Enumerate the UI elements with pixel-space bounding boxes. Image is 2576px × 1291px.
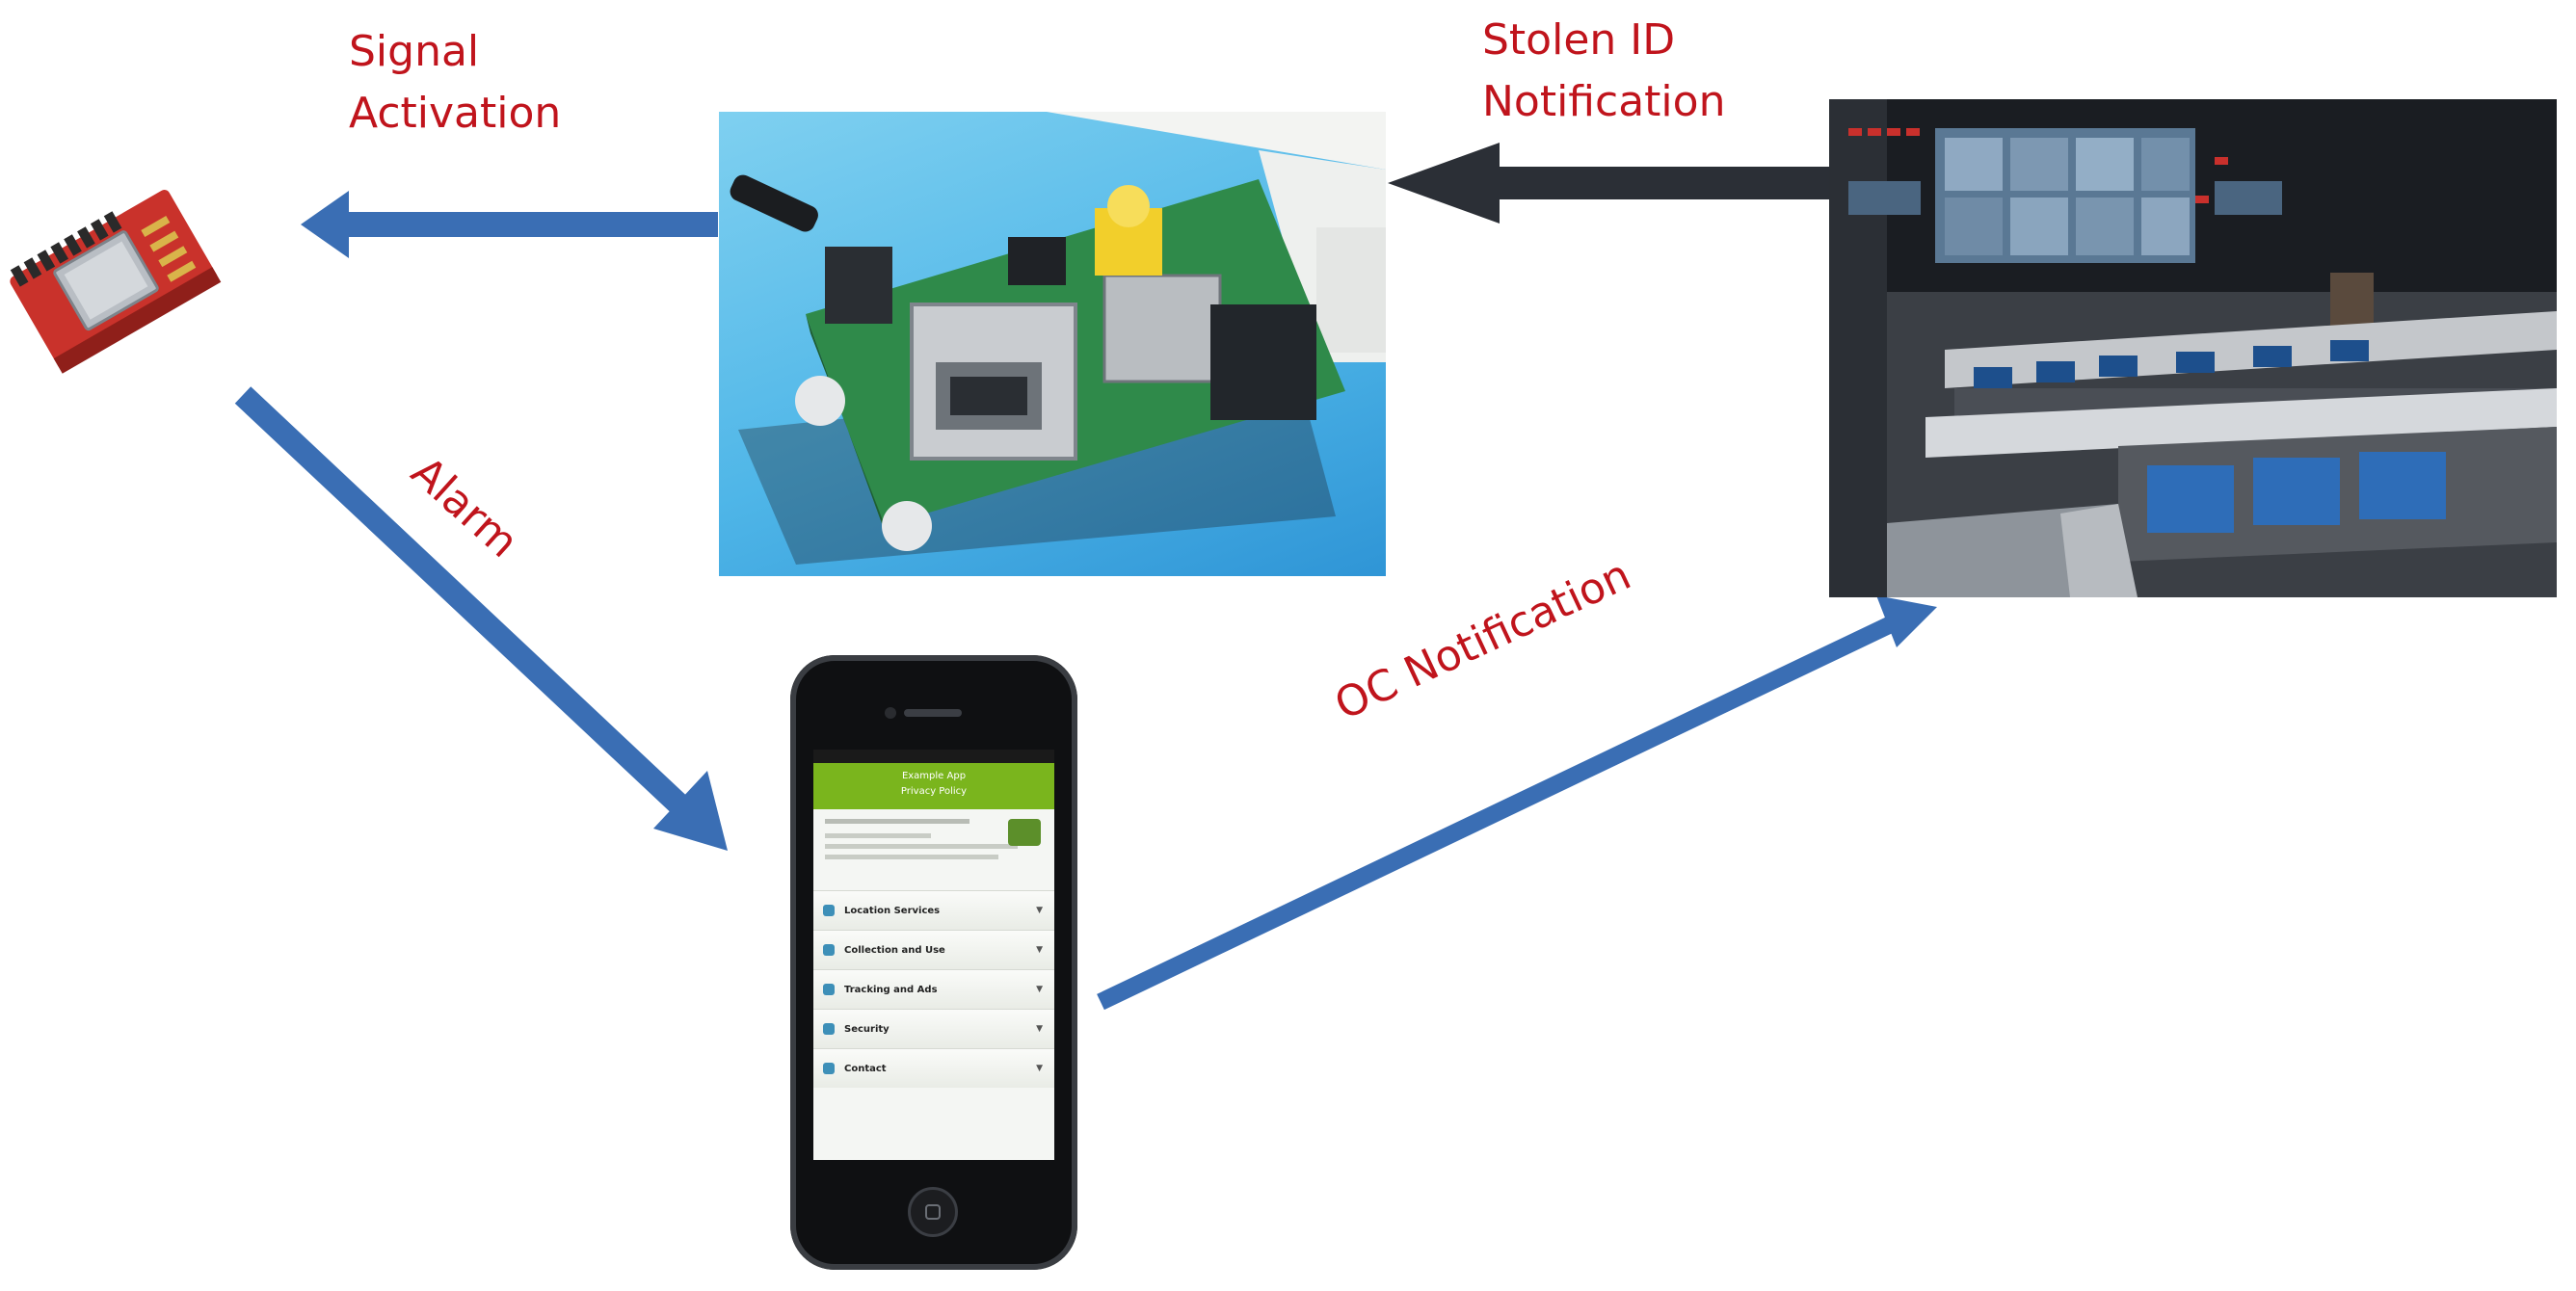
menu-item-label: Tracking and Ads (844, 984, 938, 995)
alarm-arrow (234, 386, 728, 851)
app-header: Example App Privacy Policy (813, 763, 1054, 809)
menu-item-label: Collection and Use (844, 944, 945, 956)
signal-activation-label-line2: Activation (349, 88, 562, 138)
stolen-id-label-line1: Stolen ID (1482, 15, 1676, 65)
chevron-down-icon: ▼ (1036, 906, 1043, 915)
app-logo-icon (1008, 819, 1041, 846)
phone-screen: Example App Privacy Policy Location Serv… (813, 750, 1054, 1160)
app-menu-item[interactable]: Location Services ▼ (813, 890, 1054, 930)
phone-speaker (904, 709, 962, 717)
signal-activation-label-line1: Signal (349, 27, 480, 76)
operations-center-photo (1829, 99, 2557, 597)
menu-item-icon (823, 1023, 835, 1035)
app-header-title: Example App (901, 771, 967, 781)
menu-item-label: Contact (844, 1063, 887, 1074)
oc-notification-arrow (1097, 595, 1937, 1011)
phone-camera (885, 707, 896, 719)
stolen-id-arrow (1388, 143, 1831, 224)
app-menu-item[interactable]: Contact ▼ (813, 1048, 1054, 1088)
app-menu-list: Location Services▼Collection and Use▼Tra… (813, 890, 1054, 1088)
circuit-board-photo (719, 112, 1386, 576)
chevron-down-icon: ▼ (1036, 985, 1043, 994)
chevron-down-icon: ▼ (1036, 945, 1043, 955)
menu-item-label: Location Services (844, 905, 941, 916)
app-intro-block (813, 809, 1054, 890)
smartphone-photo: Example App Privacy Policy Location Serv… (790, 655, 1077, 1270)
signal-activation-arrow (301, 191, 718, 258)
menu-item-icon (823, 984, 835, 995)
app-header-subtitle: Privacy Policy (900, 786, 968, 797)
stolen-id-label: Stolen ID Notification (1482, 10, 1725, 133)
signal-activation-label: Signal Activation (349, 21, 561, 145)
menu-item-icon (823, 944, 835, 956)
stolen-id-label-line2: Notification (1482, 76, 1726, 126)
chevron-down-icon: ▼ (1036, 1064, 1043, 1073)
home-square-icon (925, 1204, 941, 1220)
menu-item-icon (823, 1063, 835, 1074)
app-menu-item[interactable]: Collection and Use ▼ (813, 930, 1054, 969)
status-bar (813, 750, 1054, 763)
menu-item-icon (823, 905, 835, 916)
chevron-down-icon: ▼ (1036, 1024, 1043, 1034)
phone-bezel (790, 655, 1077, 1270)
app-menu-item[interactable]: Tracking and Ads ▼ (813, 969, 1054, 1009)
menu-item-label: Security (844, 1023, 890, 1035)
app-menu-item[interactable]: Security ▼ (813, 1009, 1054, 1048)
home-button[interactable] (908, 1187, 958, 1237)
